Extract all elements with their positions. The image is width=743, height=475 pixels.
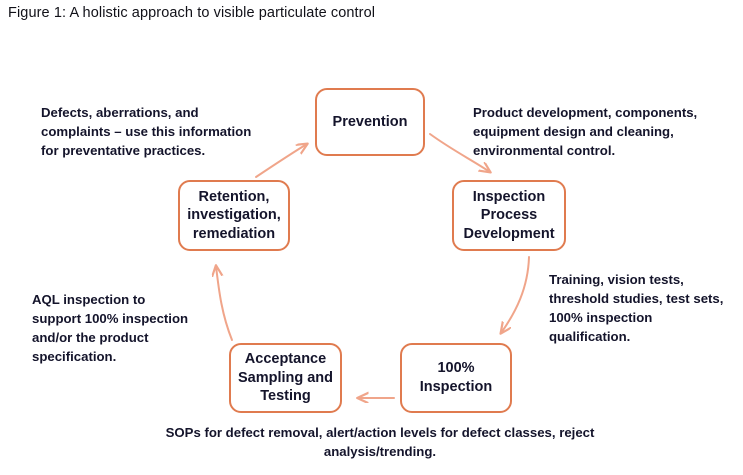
annotation-hundred-percent-output: SOPs for defect removal, alert/action le… <box>165 425 595 459</box>
node-prevention[interactable]: Prevention <box>315 88 425 156</box>
node-acceptance-sampling-testing[interactable]: Acceptance Sampling and Testing <box>229 343 342 413</box>
node-retention-investigation-remediation[interactable]: Retention, investigation, remediation <box>178 180 290 251</box>
arrow-inspection-process-to-hundred-percent <box>501 256 530 333</box>
figure-caption: Figure 1: A holistic approach to visible… <box>8 5 376 21</box>
node-hundred-percent-inspection[interactable]: 100% Inspection <box>400 343 512 413</box>
arrow-prevention-to-inspection-process <box>429 133 490 172</box>
arrow-retention-to-prevention <box>255 144 307 178</box>
annotation-prevention-input: Defects, aberrations, and complaints – u… <box>41 105 252 158</box>
node-inspection-process-development[interactable]: Inspection Process Development <box>452 180 566 251</box>
annotation-inspection-process-output: Training, vision tests, threshold studie… <box>549 272 724 344</box>
annotation-acceptance-output: AQL inspection to support 100% inspectio… <box>32 292 189 364</box>
annotation-prevention-output: Product development, components, equipme… <box>473 105 698 158</box>
arrow-acceptance-to-retention <box>216 266 233 341</box>
